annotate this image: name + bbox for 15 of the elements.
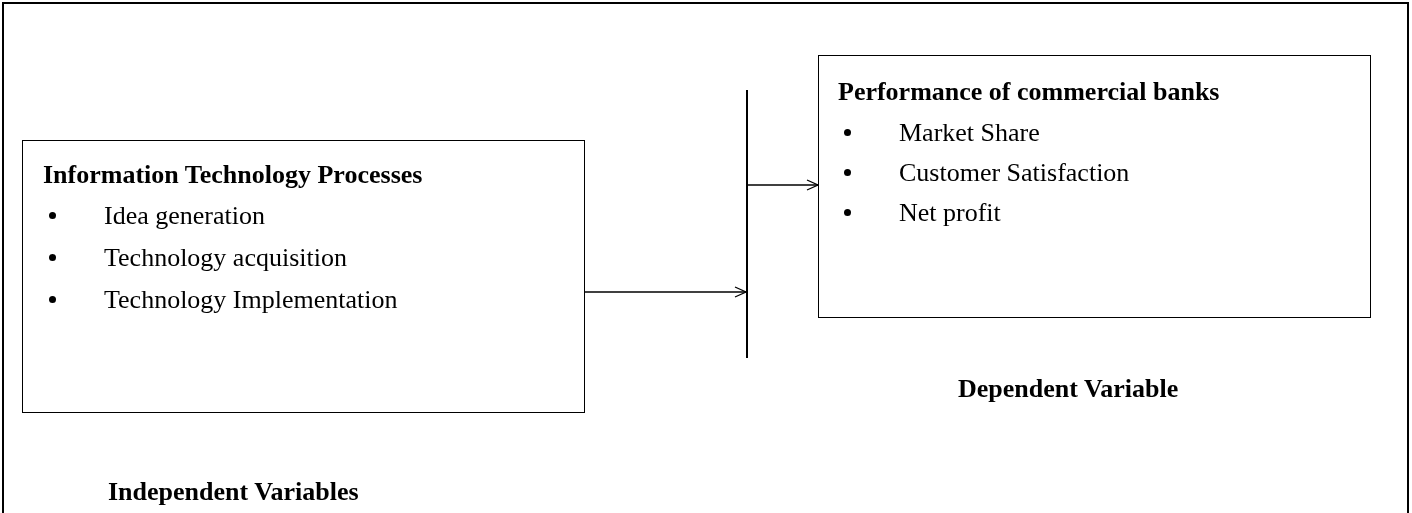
list-item: Idea generation bbox=[104, 199, 265, 232]
variable-caption: Independent Variables bbox=[108, 476, 359, 508]
list-item: Market Share bbox=[899, 116, 1040, 149]
variable-caption: Dependent Variable bbox=[958, 373, 1179, 405]
box-heading: Performance of commercial banks bbox=[838, 76, 1221, 108]
arrow bbox=[584, 286, 747, 298]
arrow bbox=[747, 179, 819, 191]
divider-bar bbox=[746, 90, 748, 358]
variable-box bbox=[818, 55, 1371, 318]
list-item: Customer Satisfaction bbox=[899, 156, 1130, 189]
box-heading: Information Technology Processes bbox=[43, 159, 424, 191]
list-item: Technology acquisition bbox=[104, 241, 347, 274]
list-item: Net profit bbox=[899, 196, 1001, 229]
list-item: Technology Implementation bbox=[104, 283, 398, 316]
variable-box bbox=[22, 140, 585, 413]
